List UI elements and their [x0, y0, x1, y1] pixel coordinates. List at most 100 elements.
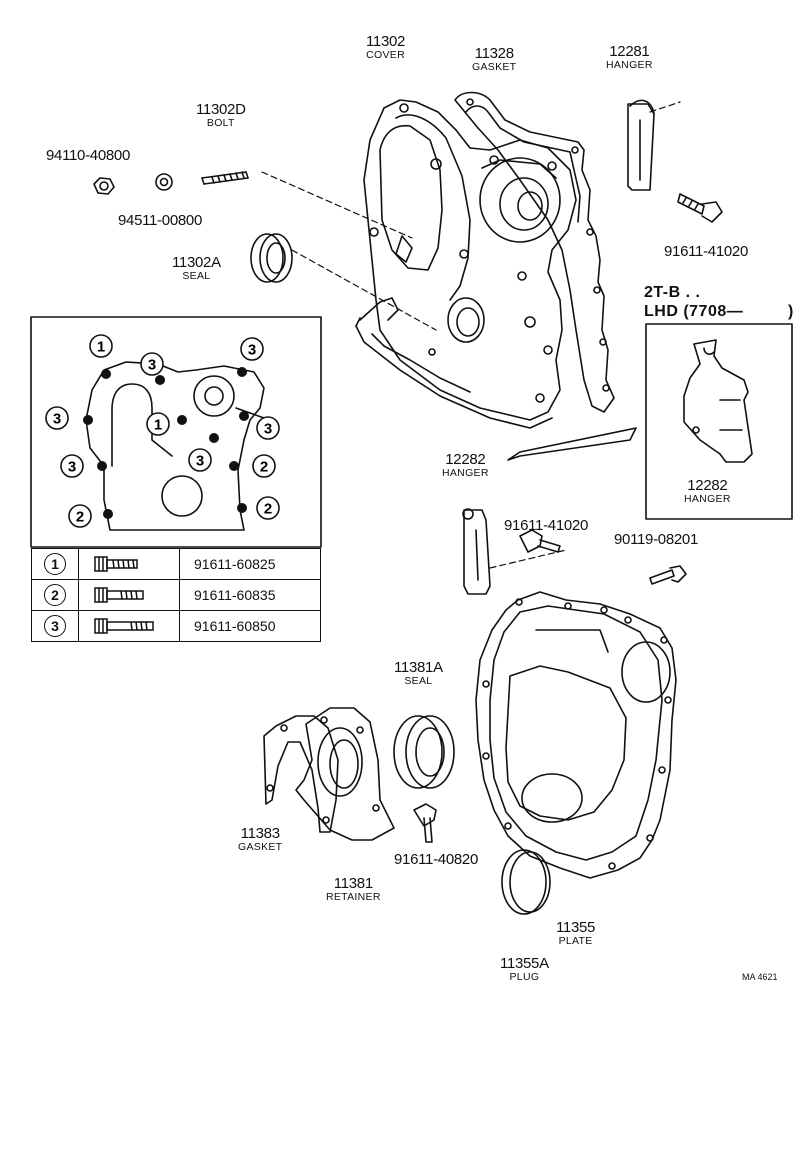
bolt-callout-3: 3 — [60, 454, 84, 478]
part-number: 11381 — [333, 875, 373, 892]
callout-circle — [252, 454, 276, 478]
timing-cover-gasket — [454, 91, 615, 413]
inset-title-line2: LHD (7708— — [644, 303, 744, 320]
label-12282-inset: 12282 HANGER — [684, 478, 731, 505]
callout-number: 3 — [196, 453, 204, 470]
label-11381A: 11381A SEAL — [394, 660, 443, 687]
part-number: 11302D — [196, 101, 246, 118]
part-name: COVER — [366, 49, 405, 61]
rear-oil-seal-icon — [393, 715, 455, 789]
part-name: BOLT — [206, 117, 235, 129]
bolt-callout-2: 2 — [68, 504, 92, 528]
inset-title-line1: 2T-B . . — [644, 284, 701, 301]
inset-title-paren: ) — [788, 303, 794, 320]
part-number: 11355A — [500, 955, 549, 972]
part-name: PLUG — [509, 971, 540, 983]
part-number: 12281 — [609, 43, 650, 60]
part-number: 94511-00800 — [118, 212, 203, 229]
bolt-callout-1: 1 — [89, 334, 113, 358]
flange-bolt-icon — [413, 803, 437, 843]
nut-icon — [93, 177, 115, 195]
callout-circle — [89, 334, 113, 358]
bolt-key: 1 — [44, 553, 66, 575]
callout-circle — [256, 416, 280, 440]
label-91611-40820: 91611-40820 — [394, 852, 478, 867]
part-number: 12282 — [445, 451, 486, 468]
callout-number: 1 — [154, 417, 162, 434]
short-bolt-icon — [94, 556, 138, 572]
part-name: RETAINER — [326, 891, 381, 903]
bolt-part-number: 91611-60835 — [179, 579, 321, 611]
flange-bolt-icon — [519, 529, 561, 553]
callout-circle — [45, 406, 69, 430]
bolt-part-number: 91611-60850 — [179, 610, 321, 642]
oil-seal-icon — [250, 233, 293, 283]
label-11381: 11381 RETAINER — [326, 876, 381, 903]
part-name: PLATE — [558, 935, 593, 947]
part-name: HANGER — [606, 59, 653, 71]
bolt-callout-2: 2 — [256, 496, 280, 520]
label-12281: 12281 HANGER — [606, 44, 653, 71]
callout-circle — [240, 337, 264, 361]
bolt-callout-3: 3 — [256, 416, 280, 440]
engine-hanger-top — [627, 99, 655, 191]
timing-cover — [355, 99, 577, 429]
callout-circle — [146, 412, 170, 436]
bolt-callout-3: 3 — [240, 337, 264, 361]
callout-number: 2 — [260, 459, 268, 476]
retainer-gasket — [263, 715, 339, 833]
part-number: 91611-40820 — [394, 851, 479, 868]
bolt-position-dots — [83, 367, 249, 519]
part-number: 91611-41020 — [504, 517, 589, 534]
washer-icon — [155, 173, 173, 191]
label-90119-08201: 90119-08201 — [614, 532, 698, 547]
bolt-callout-2: 2 — [252, 454, 276, 478]
label-94511-00800: 94511-00800 — [118, 213, 202, 228]
part-name: GASKET — [472, 61, 517, 73]
bolt-key: 3 — [44, 615, 66, 637]
table-row: 3 91611-60850 — [31, 610, 321, 642]
bolt-spec-table: 1 91611-60825 2 91611-60835 3 91611-6085… — [31, 548, 321, 642]
bolt-callouts: 1 3 3 3 1 3 3 3 2 2 2 — [45, 334, 280, 528]
part-number: 11302A — [172, 254, 221, 271]
callout-circle — [68, 504, 92, 528]
callout-number: 3 — [68, 459, 76, 476]
timing-chain-plate — [475, 591, 677, 879]
part-name: GASKET — [238, 841, 283, 853]
label-12282-mid: 12282 HANGER — [442, 452, 489, 479]
part-name: HANGER — [684, 493, 731, 505]
part-name: SEAL — [404, 675, 433, 687]
engine-hanger-variant — [683, 339, 753, 463]
part-number: 11381A — [394, 659, 443, 676]
long-bolt-icon — [94, 618, 154, 634]
variant-arrow — [507, 427, 637, 461]
label-91611-41020-top: 91611-41020 — [664, 244, 748, 259]
bolt-location-inset-frame — [30, 316, 322, 548]
callout-circle — [188, 448, 212, 472]
callout-number: 3 — [248, 342, 256, 359]
rear-oil-seal-retainer — [295, 707, 395, 841]
part-number: 90119-08201 — [614, 531, 699, 548]
bolt-part-number: 91611-60825 — [179, 548, 321, 580]
bolt-callout-3: 3 — [140, 352, 164, 376]
callout-circle — [60, 454, 84, 478]
label-94110-40800: 94110-40800 — [46, 148, 130, 163]
callout-number: 2 — [264, 501, 272, 518]
label-11302: 11302 COVER — [366, 34, 405, 61]
part-number: 91611-41020 — [664, 243, 749, 260]
callout-number: 3 — [53, 411, 61, 428]
illustration-reference-code: MA 4621 — [742, 972, 778, 982]
bolt-key: 2 — [44, 584, 66, 606]
flange-bolt-icon — [677, 193, 723, 223]
plug-icon — [501, 849, 551, 915]
bolt-callout-3: 3 — [188, 448, 212, 472]
stud-bolt-icon — [201, 171, 249, 185]
part-number: 11383 — [240, 825, 280, 842]
bolt-icon — [649, 565, 687, 585]
table-row: 2 91611-60835 — [31, 579, 321, 611]
variant-inset-frame — [645, 323, 793, 520]
label-11355A: 11355A PLUG — [500, 956, 549, 983]
callout-circle — [256, 496, 280, 520]
label-11328: 11328 GASKET — [472, 46, 516, 73]
